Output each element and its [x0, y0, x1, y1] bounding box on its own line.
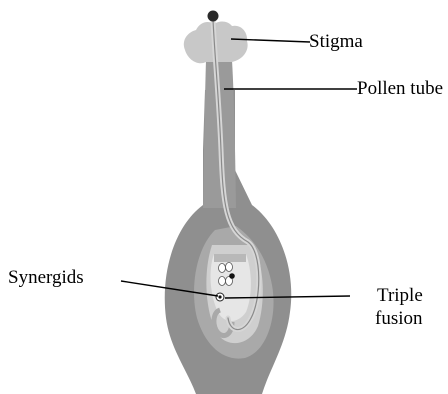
synergids-label: Synergids	[8, 267, 84, 289]
synergid-cell	[226, 263, 233, 272]
stigma-label: Stigma	[309, 31, 363, 53]
fusion-nucleus-dot	[218, 295, 221, 298]
egg-cell	[219, 277, 226, 286]
pollen-tube-label: Pollen tube	[357, 78, 443, 100]
synergid-cell	[219, 264, 226, 273]
triple-fusion-label-line1: Triple	[377, 285, 423, 307]
triple-fusion-label-line2: fusion	[375, 308, 423, 330]
nucellus-band	[214, 254, 246, 262]
pollen-grain	[208, 11, 219, 22]
polar-nucleus	[229, 273, 235, 279]
